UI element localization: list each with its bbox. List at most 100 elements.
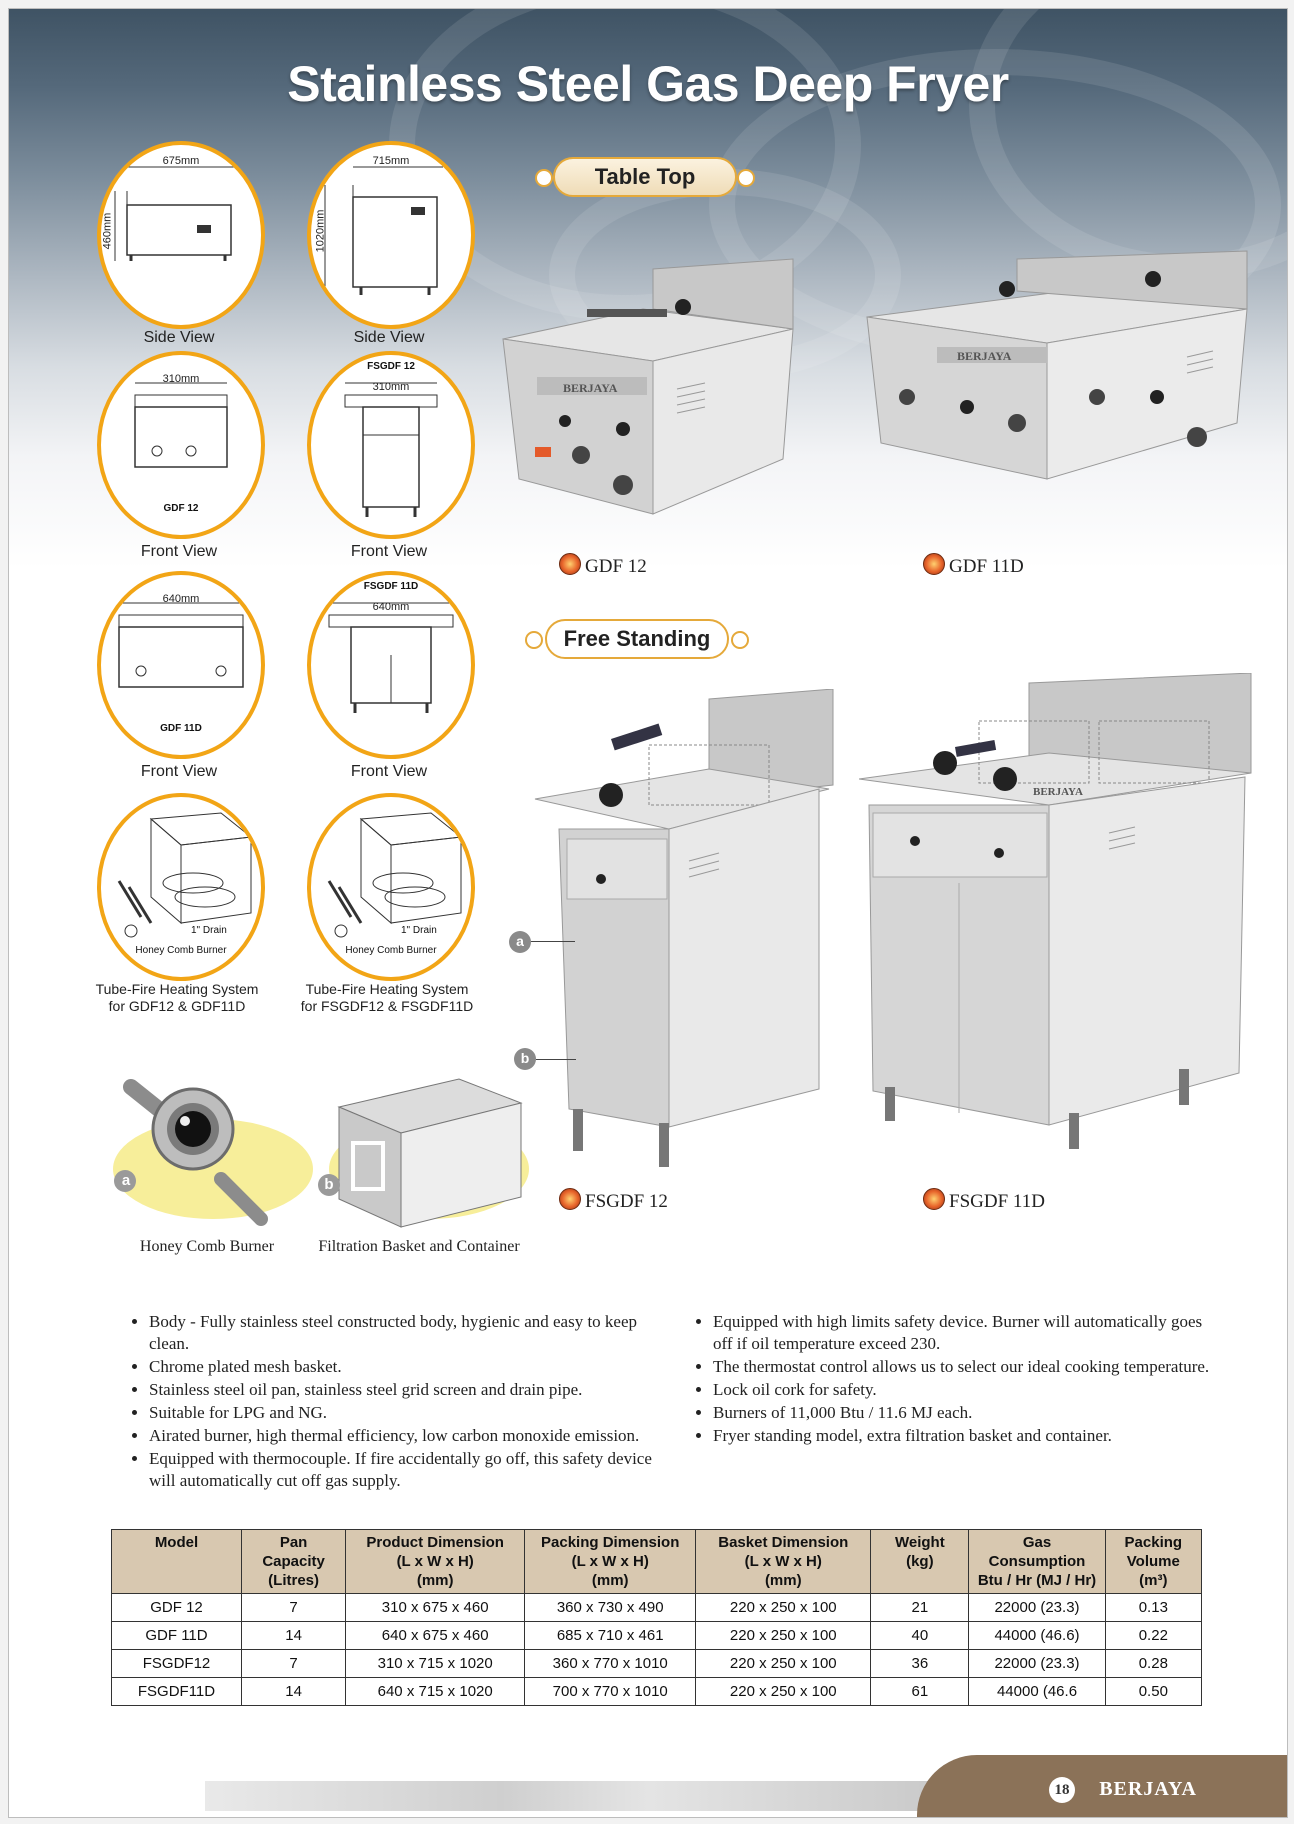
page-title: Stainless Steel Gas Deep Fryer <box>287 56 1009 112</box>
table-cell: 21 <box>870 1593 970 1622</box>
table-cell: 44000 (46.6) <box>968 1621 1106 1650</box>
drawing-6: 640mm FSGDF 11D <box>307 571 475 759</box>
table-cell: 220 x 250 x 100 <box>695 1677 872 1706</box>
table-cell: 7 <box>240 1593 347 1622</box>
table-cell: 22000 (23.3) <box>968 1649 1106 1678</box>
drawing-caption: Side View <box>353 329 425 346</box>
left-feature-item: Equipped with thermocouple. If fire acci… <box>149 1448 657 1492</box>
filtration-basket-photo: b <box>309 1049 529 1239</box>
table-cell: 44000 (46.6 <box>968 1677 1106 1706</box>
table-cell: 7 <box>240 1649 347 1678</box>
page-number: 18 <box>1049 1777 1075 1803</box>
column-header: Basket Dimension(L x W x H)(mm) <box>695 1529 872 1594</box>
drawing-caption: Front View <box>140 763 218 780</box>
footer: 18 BERJAYA <box>9 1755 1287 1817</box>
fsgdf11d-photo: BERJAYA <box>859 673 1252 1149</box>
gdf12-photo: BERJAYA <box>502 258 794 515</box>
table-cell: 14 <box>240 1621 347 1650</box>
model-label-gdf11d: GDF 11D <box>923 553 1024 578</box>
column-header: Product Dimension(L x W x H)(mm) <box>345 1529 526 1594</box>
dimension-width: 640mm <box>372 601 410 613</box>
table-cell: 40 <box>870 1621 970 1650</box>
table-cell: 14 <box>240 1677 347 1706</box>
drain-label: 1" Drain <box>191 925 227 936</box>
right-feature-item: Fryer standing model, extra filtration b… <box>713 1425 1221 1447</box>
features-left: Body - Fully stainless steel constructed… <box>117 1311 657 1493</box>
table-cell: 700 x 770 x 1010 <box>524 1677 697 1706</box>
dimension-width: 715mm <box>372 155 410 167</box>
table-cell: 360 x 730 x 490 <box>524 1593 697 1622</box>
column-header: Packing Dimension(L x W x H)(mm) <box>524 1529 697 1594</box>
drawing-model-tag: GDF 11D <box>160 723 202 734</box>
drawing-4: 310mm FSGDF 12 <box>307 351 475 539</box>
table-cell: 310 x 715 x 1020 <box>345 1649 526 1678</box>
drawing-caption: Side View <box>143 329 215 346</box>
left-feature-item: Suitable for LPG and NG. <box>149 1402 657 1424</box>
dimension-width: 640mm <box>162 593 200 605</box>
table-cell: 0.50 <box>1104 1677 1203 1706</box>
brand-logo: BERJAYA <box>1099 1778 1197 1800</box>
flame-icon <box>923 553 945 575</box>
drawing-1: 675mm 460mm <box>97 141 265 329</box>
right-feature-item: The thermostat control allows us to sele… <box>713 1356 1221 1378</box>
burner-label: Honey Comb Burner <box>135 945 227 956</box>
catalog-page: Stainless Steel Gas Deep Fryer Table Top… <box>8 8 1288 1818</box>
table-cell: 640 x 675 x 460 <box>345 1621 526 1650</box>
column-header: Weight(kg) <box>870 1529 970 1594</box>
gdf11d-brand-plate: BERJAYA <box>957 349 1012 363</box>
dimension-height: 460mm <box>101 212 114 250</box>
burner-label: Honey Comb Burner <box>345 945 437 956</box>
left-feature-item: Body - Fully stainless steel constructed… <box>149 1311 657 1355</box>
flame-icon <box>923 1188 945 1210</box>
table-cell: 0.28 <box>1104 1649 1203 1678</box>
model-label-fsgdf12: FSGDF 12 <box>559 1188 668 1213</box>
drawing-caption: Front View <box>350 763 428 780</box>
right-feature-item: Equipped with high limits safety device.… <box>713 1311 1221 1355</box>
dimension-width: 310mm <box>372 381 410 393</box>
drawing-caption: Front View <box>350 543 428 560</box>
table-cell: 685 x 710 x 461 <box>524 1621 697 1650</box>
section-table-top: Table Top <box>535 157 755 197</box>
fsgdf12-photo <box>534 689 834 1167</box>
table-cell: FSGDF12 <box>111 1649 242 1678</box>
table-cell: GDF 11D <box>111 1621 242 1650</box>
drawing-model-tag: GDF 12 <box>163 503 199 514</box>
table-cell: 0.22 <box>1104 1621 1203 1650</box>
section-free-standing: Free Standing <box>525 619 749 659</box>
honey-comb-burner-photo: a <box>101 1069 321 1239</box>
dimension-height: 1020mm <box>314 209 327 253</box>
flame-icon <box>559 553 581 575</box>
table-cell: 640 x 715 x 1020 <box>345 1677 526 1706</box>
right-feature-item: Lock oil cork for safety. <box>713 1379 1221 1401</box>
features-right: Equipped with high limits safety device.… <box>681 1311 1221 1448</box>
model-label-gdf12: GDF 12 <box>559 553 647 578</box>
table-cell: 61 <box>870 1677 970 1706</box>
drawing-2: 715mm 1020mm <box>307 141 475 329</box>
dimension-width: 675mm <box>162 155 200 167</box>
column-header: Model <box>111 1529 242 1594</box>
table-cell: 22000 (23.3) <box>968 1593 1106 1622</box>
right-feature-item: Burners of 11,000 Btu / 11.6 MJ each. <box>713 1402 1221 1424</box>
gdf12-brand-plate: BERJAYA <box>563 381 618 395</box>
left-feature-item: Stainless steel oil pan, stainless steel… <box>149 1379 657 1401</box>
gdf11d-photo: BERJAYA <box>866 250 1248 480</box>
marker-a-pointer: a <box>509 931 531 953</box>
table-cell: 220 x 250 x 100 <box>695 1593 872 1622</box>
drawing-model-tag: FSGDF 11D <box>363 581 419 592</box>
marker-a: a <box>121 1172 131 1189</box>
drawing-model-tag: FSGDF 12 <box>367 361 415 372</box>
left-feature-item: Chrome plated mesh basket. <box>149 1356 657 1378</box>
table-cell: 310 x 675 x 460 <box>345 1593 526 1622</box>
